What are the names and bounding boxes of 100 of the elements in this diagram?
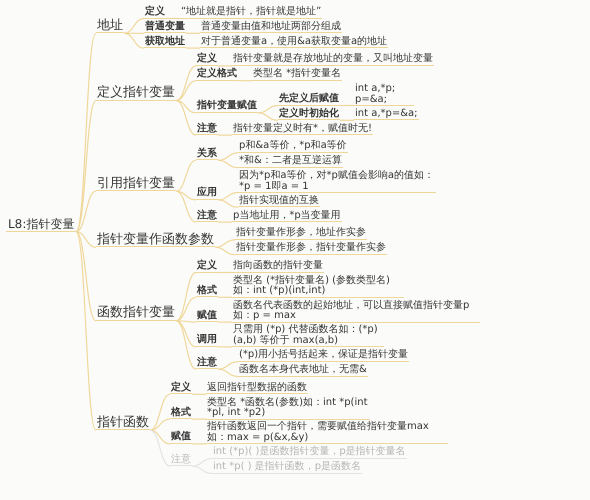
branch-line — [218, 296, 232, 298]
note-text: 指针变量作形参，地址作实参 — [235, 228, 367, 240]
branch-line — [214, 239, 236, 248]
branch-line — [176, 296, 196, 322]
note-text: 指针函数返回一个指针，需要赋值给指针变量max如：max = p(&x,&y) — [206, 422, 448, 444]
note-text: 指针实现值的互换 — [238, 196, 320, 208]
branch-line — [258, 112, 278, 121]
branch-line — [176, 320, 196, 323]
branch-line — [258, 104, 278, 114]
subtopic-label: 注意 — [196, 124, 218, 136]
note-text: int a,*p=&a; — [354, 108, 419, 120]
branch-line — [218, 199, 238, 208]
branch-line — [192, 394, 206, 395]
branch-line — [150, 394, 170, 431]
branch-line — [238, 80, 252, 82]
subtopic-label: 关系 — [196, 148, 218, 160]
branch-topic: 定义指针变量 — [96, 86, 176, 101]
note-text: 指针变量作形参，指针变量作实参 — [235, 243, 387, 255]
note-text: 因为*p和a等价，对*p赋值会影响a的值如：*p = 1即a = 1 — [238, 171, 436, 193]
branch-line — [218, 322, 232, 323]
subtopic-label: 定义 — [170, 382, 192, 394]
branch-line — [75, 33, 97, 232]
branch-line — [176, 65, 196, 102]
branch-line — [76, 231, 96, 322]
branch-line — [150, 430, 170, 444]
branch-line — [214, 246, 236, 256]
branch-line — [176, 100, 196, 114]
branch-topic: 指针变量作函数参数 — [96, 232, 215, 248]
branch-topic: 指针函数 — [96, 416, 150, 430]
note-text: p和&a等价，*p和a等价 — [238, 141, 348, 153]
branch-line — [340, 104, 354, 106]
branch-line — [218, 160, 238, 168]
branch-line — [186, 32, 200, 34]
note-text: 类型名 *函数名(参数)如：int *p(int *pl, int *p2) — [206, 398, 370, 420]
subtopic-label: 注意 — [196, 358, 218, 370]
note-text: 类型名 (*指针变量名) (参数类型名)如：int (*p)(int,int) — [232, 276, 404, 298]
subtopic-label: 注意 — [170, 454, 192, 466]
subtopic-label: 定义格式 — [196, 69, 238, 81]
subtopic-label: 应用 — [196, 188, 218, 200]
subtopic-label: 格式 — [170, 408, 192, 420]
note-text: int a,*p; p=&a; — [354, 84, 414, 106]
branch-line — [218, 192, 238, 200]
note-text: 指向函数的指针变量 — [232, 261, 324, 272]
note-text: *和&：二者是互逆运算 — [238, 156, 343, 168]
branch-line — [192, 458, 212, 467]
subtopic-label: 格式 — [196, 286, 218, 298]
branch-line — [340, 120, 354, 121]
note-text: “地址就是指针，指针就是地址” — [180, 7, 322, 18]
subtopic-label: 定义 — [196, 54, 218, 66]
root-topic: L8:指针变量 — [6, 218, 76, 232]
branch-line — [218, 368, 238, 378]
note-text: 指针变量定义时有*，赋值时无! — [232, 124, 374, 136]
note-text: 普通变量由值和地址两部分组成 — [200, 22, 342, 34]
subtopic-label: 普通变量 — [144, 22, 186, 34]
note-text: 只需用 (*p) 代替函数名如：(*p)(a,b) 等价于 max(a,b) — [232, 325, 384, 348]
branch-line — [192, 443, 206, 444]
branch-line — [76, 190, 96, 232]
subtopic-label: 调用 — [196, 335, 218, 347]
branch-line — [166, 18, 180, 20]
branch-line — [218, 272, 232, 274]
branch-topic: 函数指针变量 — [96, 306, 176, 321]
note-text: 指针变量就是存放地址的变量，又叫地址变量 — [232, 54, 434, 66]
note-text: 函数名本身代表地址，无需& — [238, 365, 368, 376]
branch-line — [124, 18, 144, 34]
branch-line — [176, 100, 196, 136]
branch-line — [176, 80, 196, 102]
branch-line — [150, 430, 170, 467]
note-text: p当地址用，*p当变量用 — [232, 210, 342, 222]
note-text: 函数名代表函数的起始地址，可以直接赋值指针变量p如：p = max — [232, 300, 480, 323]
branch-line — [176, 272, 196, 322]
branch-line — [124, 32, 144, 49]
branch-line — [218, 65, 232, 66]
note-text: 对于普通变量a，使用&a获取变量a的地址 — [200, 36, 388, 48]
branch-topic: 地址 — [96, 18, 124, 34]
branch-line — [218, 152, 238, 161]
branch-line — [218, 346, 232, 348]
branch-line — [76, 231, 96, 248]
note-text: int (*p)( )是函数指针变量，p是指针变量名 — [212, 447, 407, 459]
branch-line — [176, 190, 196, 223]
subtopic-label: 定义 — [144, 7, 166, 18]
branch-line — [192, 466, 212, 474]
note-text: 类型名 *指针变量名 — [252, 69, 342, 81]
branch-line — [124, 32, 144, 34]
branch-line — [186, 48, 200, 49]
note-text: (*p)用小括号括起来，保证是指针变量 — [238, 350, 410, 362]
subtopic-label: 注意 — [196, 210, 218, 222]
branch-line — [150, 418, 170, 431]
branch-line — [218, 134, 232, 136]
branch-line — [218, 222, 232, 223]
note-text: 返回指针型数据的函数 — [206, 382, 308, 394]
subtopic-label: 定义 — [196, 261, 218, 272]
subtopic-label: 赋值 — [170, 432, 192, 444]
subtopic-label: 指针变量赋值 — [196, 101, 258, 113]
branch-line — [176, 320, 196, 348]
subtopic-label: 获取地址 — [144, 36, 186, 48]
branch-line — [218, 361, 238, 370]
note-text: int *p( ) 是指针函数，p是函数名 — [212, 462, 362, 474]
branch-line — [176, 320, 196, 370]
branch-line — [76, 100, 96, 232]
branch-line — [176, 190, 196, 200]
